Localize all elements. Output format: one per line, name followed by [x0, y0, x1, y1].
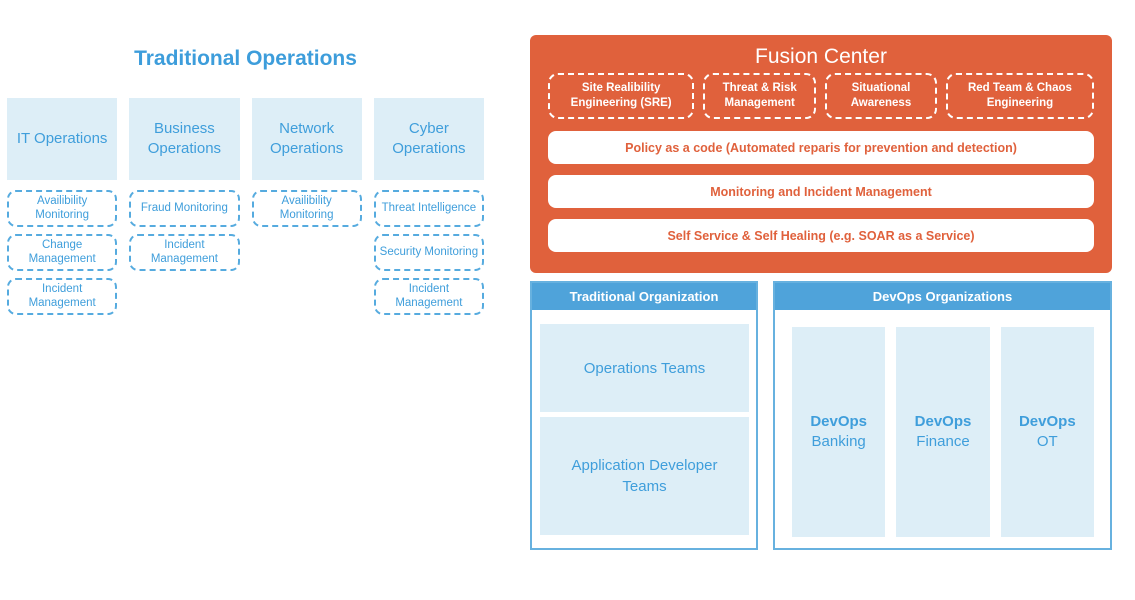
- operations-function-list: Threat Intelligence Security Monitoring …: [373, 190, 484, 315]
- devops-unit-box: DevOps Finance: [896, 327, 990, 537]
- fusion-section: Fusion Center Site Realibility Engineeri…: [530, 35, 1112, 550]
- operations-function-box: Incident Management: [129, 234, 240, 271]
- operations-domain-box: IT Operations: [7, 98, 118, 180]
- operations-function-box: Availibility Monitoring: [251, 190, 362, 227]
- devops-organizations-header: DevOps Organizations: [775, 283, 1110, 310]
- team-box: Operations Teams: [540, 324, 749, 412]
- traditional-operations-title: Traditional Operations: [134, 47, 357, 70]
- operations-function-box: Security Monitoring: [373, 234, 484, 271]
- operations-function-box: Fraud Monitoring: [129, 190, 240, 227]
- fusion-service-bars: Policy as a code (Automated reparis for …: [548, 131, 1094, 252]
- fusion-pillar-row: Site Realibility Engineering (SRE) Threa…: [548, 73, 1094, 119]
- fusion-pillar-box: Situational Awareness: [825, 73, 937, 119]
- operations-function-box: Threat Intelligence: [373, 190, 484, 227]
- operations-function-list: Fraud Monitoring Incident Management: [129, 190, 240, 271]
- organizations-row: Traditional Organization Operations Team…: [530, 281, 1112, 550]
- devops-unit-box: DevOps OT: [1000, 327, 1094, 537]
- devops-organizations-box: DevOps Organizations DevOps Banking DevO…: [773, 281, 1112, 550]
- operations-function-box: Incident Management: [373, 278, 484, 315]
- operations-column: Network Operations Availibility Monitori…: [251, 98, 362, 315]
- fusion-center-box: Fusion Center Site Realibility Engineeri…: [530, 35, 1112, 273]
- traditional-operations-section: Traditional Operations IT Operations Ava…: [7, 45, 484, 315]
- fusion-pillar-box: Threat & Risk Management: [703, 73, 817, 119]
- devops-unit-name: DevOps: [914, 412, 972, 430]
- operations-domain-box: Cyber Operations: [373, 98, 484, 180]
- devops-unit-domain: OT: [1036, 433, 1058, 450]
- devops-unit-columns: DevOps Banking DevOps Finance DevOps OT: [775, 310, 1110, 537]
- traditional-organization-teams: Operations Teams Application Developer T…: [532, 310, 756, 535]
- operations-function-box: Change Management: [7, 234, 118, 271]
- operations-domain-box: Business Operations: [129, 98, 240, 180]
- fusion-service-bar: Policy as a code (Automated reparis for …: [548, 131, 1094, 164]
- operations-column: IT Operations Availibility Monitoring Ch…: [7, 98, 118, 315]
- operations-function-list: Availibility Monitoring: [251, 190, 362, 227]
- fusion-pillar-box: Site Realibility Engineering (SRE): [548, 73, 695, 119]
- operations-column: Business Operations Fraud Monitoring Inc…: [129, 98, 240, 315]
- operations-domain-box: Network Operations: [251, 98, 362, 180]
- devops-unit-name: DevOps: [810, 412, 868, 430]
- fusion-service-bar: Self Service & Self Healing (e.g. SOAR a…: [548, 219, 1094, 252]
- devops-unit-box: DevOps Banking: [792, 327, 886, 537]
- team-box: Application Developer Teams: [540, 417, 749, 535]
- operations-column: Cyber Operations Threat Intelligence Sec…: [373, 98, 484, 315]
- fusion-pillar-box: Red Team & Chaos Engineering: [945, 73, 1094, 119]
- fusion-center-title: Fusion Center: [755, 45, 887, 68]
- devops-unit-name: DevOps: [1018, 412, 1076, 430]
- operations-columns: IT Operations Availibility Monitoring Ch…: [7, 98, 484, 315]
- fusion-service-bar: Monitoring and Incident Management: [548, 175, 1094, 208]
- operations-function-box: Availibility Monitoring: [7, 190, 118, 227]
- operations-function-list: Availibility Monitoring Change Managemen…: [7, 190, 118, 315]
- operations-function-box: Incident Management: [7, 278, 118, 315]
- traditional-organization-box: Traditional Organization Operations Team…: [530, 281, 758, 550]
- devops-unit-domain: Finance: [916, 433, 970, 450]
- devops-unit-domain: Banking: [811, 433, 866, 450]
- traditional-organization-header: Traditional Organization: [532, 283, 756, 310]
